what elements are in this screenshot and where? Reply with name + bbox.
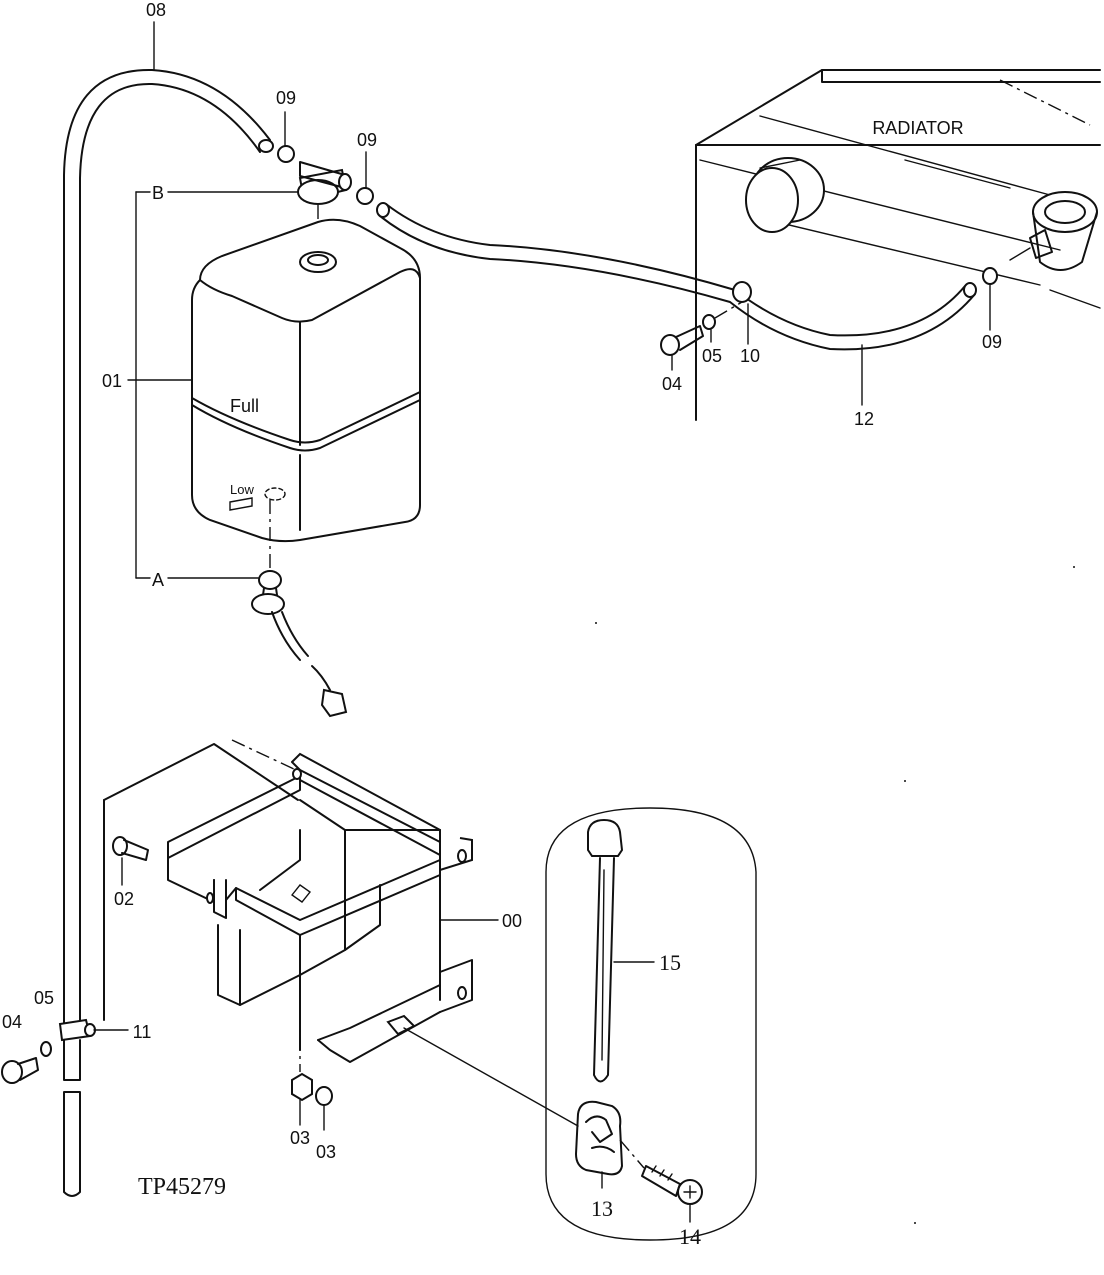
centerline — [231, 739, 297, 771]
figure-code: TP45279 — [138, 1174, 226, 1200]
level-sensor — [251, 570, 348, 718]
nut-icon — [291, 1072, 333, 1106]
scan-specks — [595, 566, 1075, 1224]
callout-tie-strap: 15 — [659, 950, 681, 975]
clip-icon — [574, 1100, 624, 1176]
callout-bolt-bracket: 02 — [114, 889, 134, 909]
hose-clamp-icon — [732, 281, 752, 303]
connection-label-b: B — [152, 183, 164, 203]
full-mark-label: Full — [230, 396, 259, 416]
callout-nut-left: 03 — [290, 1128, 310, 1148]
connection-label-a: A — [152, 570, 164, 590]
callout-washer-lower: 05 — [34, 988, 54, 1008]
low-mark-label: Low — [230, 482, 254, 497]
callout-screw: 14 — [679, 1224, 701, 1249]
radiator-hose — [376, 202, 998, 351]
tee-fitting — [297, 161, 352, 205]
callout-clamp-lower: 11 — [133, 1022, 152, 1042]
screw-icon — [641, 1165, 703, 1205]
filler-neck-icon — [1009, 191, 1098, 271]
leader-lines — [93, 21, 991, 1223]
callout-bracket: 00 — [502, 911, 522, 931]
centerline — [714, 301, 743, 319]
hose-clamp-icon — [277, 145, 374, 205]
leader-line — [403, 1027, 579, 1127]
washer-icon — [702, 314, 716, 330]
radiator-label: RADIATOR — [872, 118, 963, 138]
callouts: 08 09 09 01 04 05 10 12 09 02 00 04 05 1… — [2, 0, 1002, 1249]
reserve-tank: Full Low — [191, 218, 421, 570]
callout-bolt-lower: 04 — [2, 1012, 22, 1032]
hose-clamp-icon — [58, 1018, 96, 1042]
callout-clamp-top-left: 09 — [276, 88, 296, 108]
radiator: RADIATOR — [695, 69, 1101, 421]
connection-bracket: B A — [135, 183, 299, 590]
callout-clip: 13 — [591, 1196, 613, 1221]
bolt-icon — [660, 325, 704, 356]
cable-tie-icon — [587, 818, 624, 1083]
callout-washer-upper: 05 — [702, 346, 722, 366]
overflow-hose — [63, 68, 274, 1197]
bolt-icon — [112, 836, 149, 861]
bolt-icon — [1, 1057, 39, 1084]
detail-enclosure — [545, 807, 757, 1241]
callout-bolt-upper: 04 — [662, 374, 682, 394]
tank-bracket — [103, 743, 473, 1063]
radiator-cap-icon — [745, 157, 825, 233]
callout-tank: 01 — [102, 371, 122, 391]
hose-clamp-icon — [982, 267, 998, 285]
washer-icon — [40, 1041, 52, 1057]
callout-hose-top: 08 — [146, 0, 166, 20]
callout-nut-right: 03 — [316, 1142, 336, 1162]
callout-clamp-top-right: 09 — [357, 130, 377, 150]
callout-hose-radiator: 12 — [854, 409, 874, 429]
callout-clamp-upper: 10 — [740, 346, 760, 366]
callout-clamp-radiator: 09 — [982, 332, 1002, 352]
